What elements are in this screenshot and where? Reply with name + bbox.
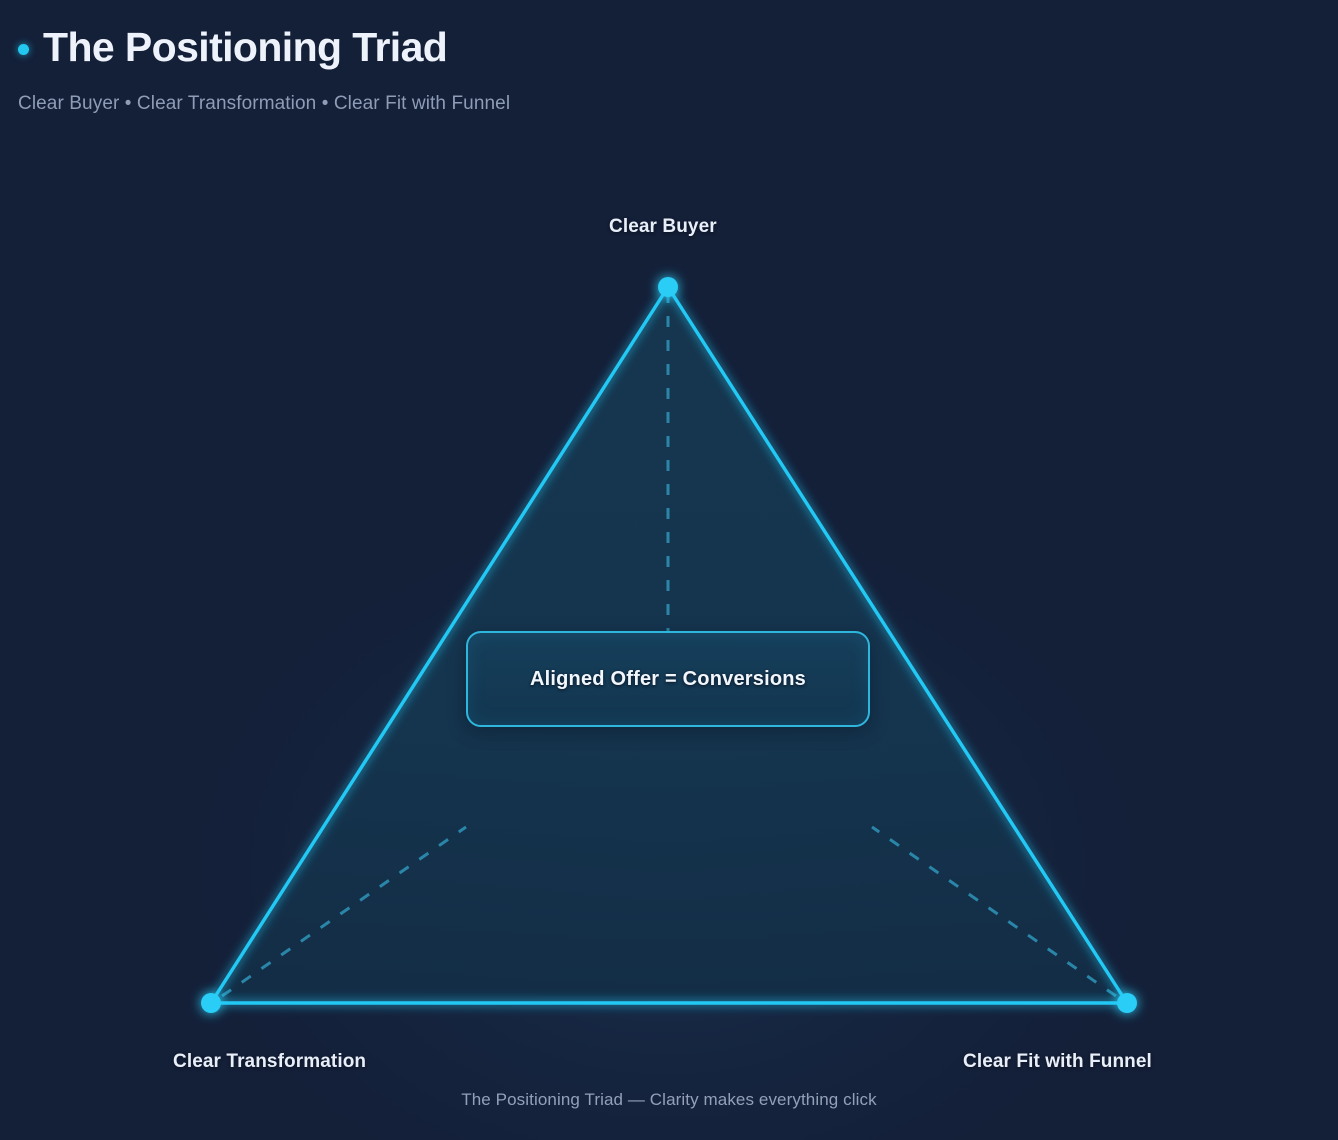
node-bottom-right[interactable] (1117, 993, 1137, 1013)
vertex-label-clear-buyer: Clear Buyer (609, 216, 717, 237)
vertex-label-clear-fit-with-funnel: Clear Fit with Funnel (963, 1051, 1152, 1072)
footer-caption: The Positioning Triad — Clarity makes ev… (461, 1090, 877, 1109)
vertex-nodes (201, 277, 1137, 1013)
edge-apex-right (666, 285, 1129, 1005)
edge-apex-left (209, 285, 670, 1005)
page-subtitle: Clear Buyer • Clear Transformation • Cle… (18, 93, 511, 114)
node-bottom-left[interactable] (201, 993, 221, 1013)
vertex-label-clear-transformation: Clear Transformation (173, 1051, 367, 1072)
title-row: The Positioning Triad (18, 18, 1018, 78)
connector-left-center (221, 825, 467, 998)
center-callout-text: Aligned Offer = Conversions (529, 667, 806, 690)
triangle-edges (209, 285, 1129, 1005)
center-connectors (221, 292, 1117, 998)
page-header: The Positioning Triad Clear Buyer • Clea… (18, 18, 1018, 115)
page-title: The Positioning Triad (43, 24, 448, 71)
node-apex[interactable] (658, 277, 678, 297)
dot-icon (18, 43, 29, 55)
connector-right-center (871, 825, 1117, 998)
center-callout-box[interactable]: Aligned Offer = Conversions (466, 631, 870, 727)
